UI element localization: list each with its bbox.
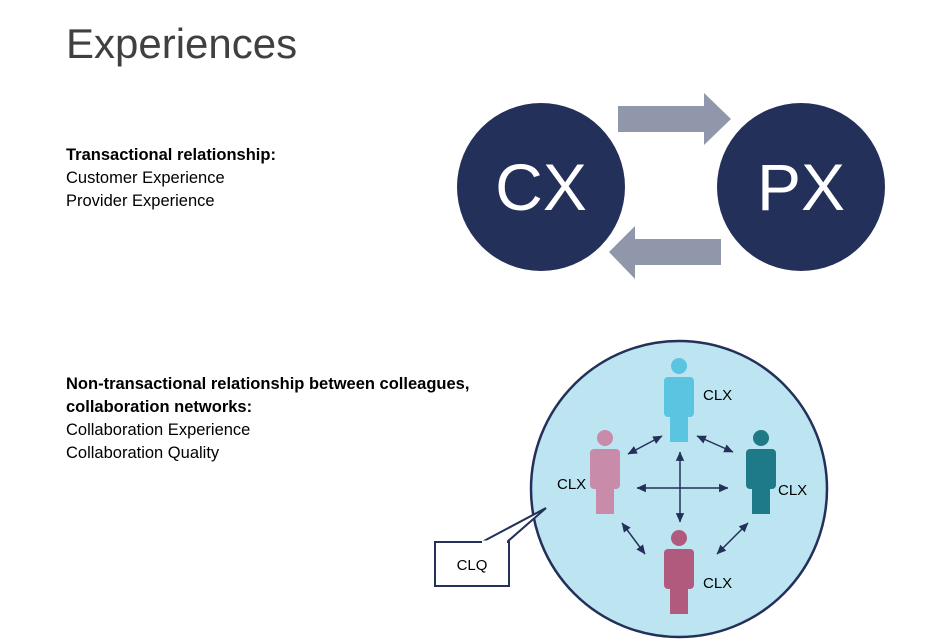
px-circle	[717, 103, 885, 271]
cx-label: CX	[495, 150, 587, 224]
arrow-bottom-left	[621, 522, 646, 555]
cx-px-diagram: CX PX	[457, 93, 885, 279]
non-transactional-description: Non-transactional relationship between c…	[66, 373, 469, 465]
connection-arrows	[621, 435, 749, 555]
arrow-bottom-right	[716, 522, 749, 555]
transactional-heading: Transactional relationship:	[66, 146, 276, 164]
collaboration-network: CLQ CLX CLX CLX CLX	[434, 339, 829, 639]
arrow-right-icon	[618, 93, 731, 145]
non-transactional-heading-line1: Non-transactional relationship between c…	[66, 375, 470, 393]
collaboration-quality-label: Collaboration Quality	[66, 444, 220, 462]
clx-label-left: CLX	[557, 476, 586, 493]
arrow-top-left	[627, 435, 663, 455]
clx-label-right: CLX	[778, 482, 807, 499]
clx-label-bottom: CLX	[703, 575, 732, 592]
customer-experience-label: Customer Experience	[66, 169, 225, 187]
clx-label-top: CLX	[703, 387, 732, 404]
clq-label: CLQ	[457, 557, 488, 574]
cx-circle	[457, 103, 625, 271]
page-title: Experiences	[66, 20, 298, 67]
px-label: PX	[757, 150, 845, 224]
non-transactional-heading-line2: collaboration networks:	[66, 398, 253, 416]
arrow-top-right	[696, 435, 734, 453]
provider-experience-label: Provider Experience	[66, 192, 215, 210]
collaboration-experience-label: Collaboration Experience	[66, 421, 251, 439]
clq-callout	[434, 507, 547, 587]
arrow-left-icon	[609, 226, 721, 279]
transactional-description: Transactional relationship: Customer Exp…	[66, 144, 276, 213]
